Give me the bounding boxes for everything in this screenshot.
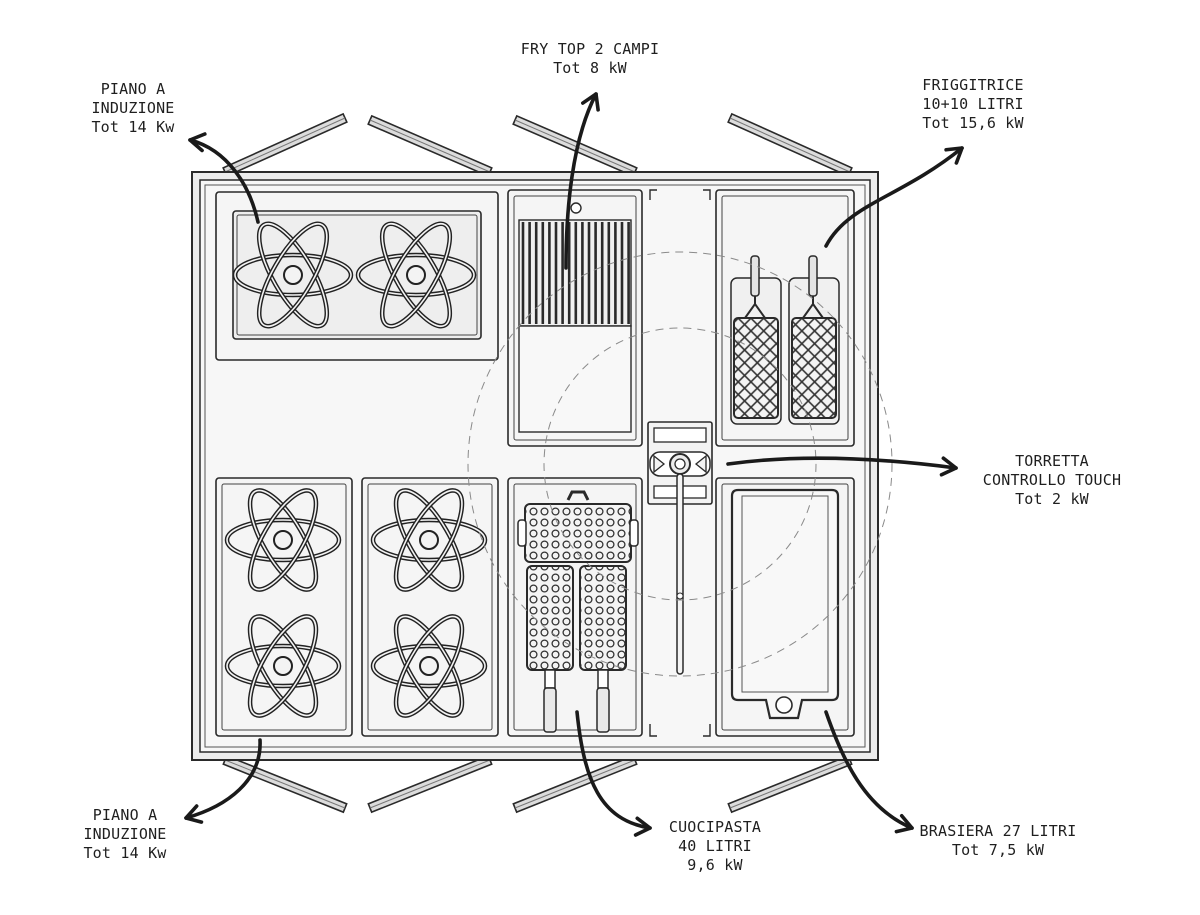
- braising-pan-icon: [715, 477, 855, 737]
- induction-coil-icon: [224, 614, 342, 718]
- griddle-icon: [521, 222, 630, 324]
- pasta-basket-icon: [517, 490, 639, 733]
- fryer-unit: [715, 189, 855, 447]
- induction-coil-icon: [224, 488, 342, 592]
- induction-coil-icon: [232, 221, 354, 329]
- control-column: [649, 189, 711, 737]
- pasta-cooker: [507, 477, 643, 737]
- label-brasiera: BRASIERA 27 LITRI Tot 7,5 kW: [919, 822, 1077, 859]
- fry-top-griddle: [507, 189, 643, 447]
- induction-coil-icon: [370, 488, 488, 592]
- induction-coil-icon: [355, 221, 477, 329]
- label-induction-bottom: PIANO A INDUZIONE Tot 14 Kw: [83, 806, 167, 862]
- induction-coil-icon: [370, 614, 488, 718]
- label-tower: TORRETTA CONTROLLO TOUCH Tot 2 kW: [982, 452, 1122, 508]
- label-induction-top: PIANO A INDUZIONE Tot 14 Kw: [91, 80, 175, 136]
- reach-circles: [467, 251, 893, 677]
- induction-hob-bottom: [215, 477, 499, 737]
- induction-coil-icon: [224, 221, 488, 718]
- arrow-icon: [184, 92, 964, 837]
- control-tower-icon: [647, 421, 713, 675]
- label-pasta-cooker: CUOCIPASTA 40 LITRI 9,6 kW: [668, 818, 762, 874]
- label-fry-top: FRY TOP 2 CAMPI Tot 8 kW: [520, 40, 660, 77]
- label-fryer: FRIGGITRICE 10+10 LITRI Tot 15,6 kW: [922, 76, 1024, 132]
